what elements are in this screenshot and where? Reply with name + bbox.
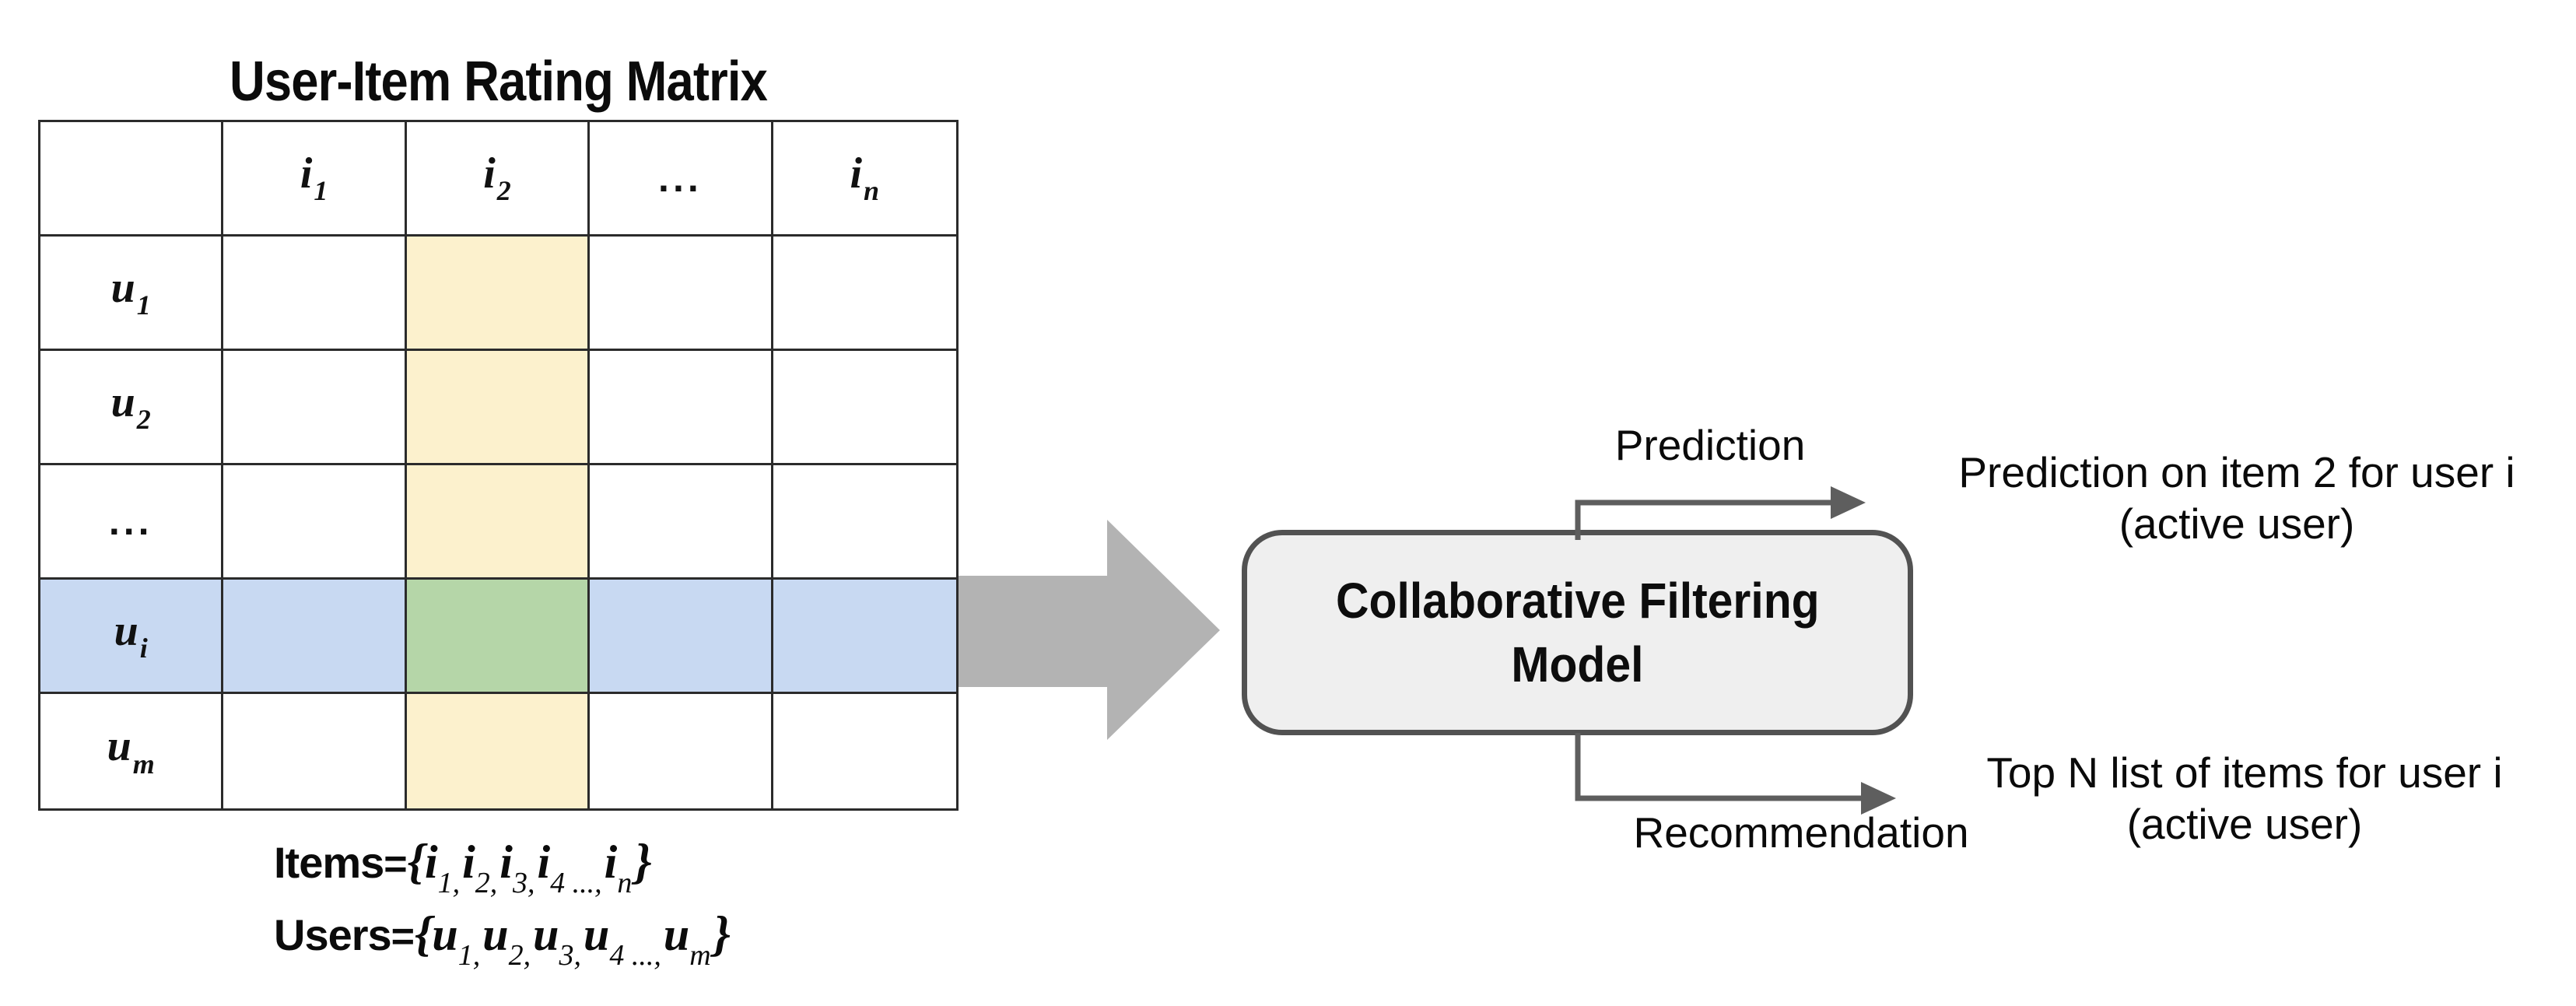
equals-sign: = — [384, 842, 408, 887]
set-element-subscript: n — [617, 867, 633, 899]
matrix-cell — [590, 694, 773, 808]
set-name: Items — [274, 838, 384, 887]
set-element: i — [499, 836, 513, 888]
items-set-formula: Items={i1,i2,i3,i4 ...,in} — [274, 833, 652, 899]
item-column-header-label: i2 — [483, 149, 511, 207]
set-element: u — [663, 909, 690, 960]
matrix-cell — [773, 580, 956, 694]
prediction-output-text: Prediction on item 2 for user i (active … — [1902, 447, 2571, 549]
set-element-subscript: 4 ..., — [550, 867, 602, 899]
open-brace: { — [415, 906, 433, 961]
set-element-subscript: 1, — [437, 867, 461, 899]
set-element-subscript: 1, — [457, 939, 481, 972]
ellipsis-label: ... — [108, 499, 153, 543]
close-brace: } — [634, 833, 652, 889]
item-column-header: in — [773, 122, 956, 237]
set-element: u — [482, 909, 509, 960]
item-column-header: ... — [590, 122, 773, 237]
matrix-cell — [590, 580, 773, 694]
set-element-subscript: 2, — [508, 939, 531, 972]
user-row-header: um — [40, 694, 224, 808]
item-column-header: i2 — [406, 122, 591, 237]
prediction-output-line2: (active user) — [2119, 499, 2355, 548]
matrix-cell — [406, 465, 591, 580]
matrix-to-model-arrow — [959, 520, 1220, 740]
matrix-cell — [590, 465, 773, 580]
model-box: Collaborative Filtering Model — [1242, 530, 1913, 735]
set-element: i — [604, 836, 618, 888]
prediction-arrow-label: Prediction — [1614, 421, 1806, 469]
set-name: Users — [274, 910, 392, 959]
matrix-cell — [406, 694, 591, 808]
recommendation-output-text: Top N list of items for user i (active u… — [1910, 747, 2576, 850]
set-element-subscript: 2, — [475, 867, 498, 899]
ellipsis-label: ... — [658, 156, 703, 200]
equals-sign: = — [391, 914, 415, 959]
user-row-header-label: um — [107, 722, 155, 780]
user-row-header-label: u1 — [110, 263, 151, 321]
users-set-formula: Users={u1,u2,u3,u4 ...,um} — [274, 906, 731, 972]
set-element: u — [432, 909, 458, 960]
user-row-header-label: ui — [114, 606, 148, 664]
user-row-header: ui — [40, 580, 224, 694]
set-element-subscript: 3, — [559, 939, 581, 972]
matrix-cell — [773, 694, 956, 808]
matrix-cell — [40, 122, 224, 237]
set-element-subscript: m — [689, 939, 711, 972]
big-arrow-icon — [959, 520, 1220, 740]
set-element-subscript: 3, — [512, 867, 535, 899]
matrix-cell — [406, 237, 591, 351]
set-element: u — [533, 909, 559, 960]
set-element: i — [462, 836, 475, 888]
item-column-header-label: in — [850, 149, 880, 207]
user-row-header: u1 — [40, 237, 224, 351]
set-element-subscript: 4 ..., — [609, 939, 661, 972]
recommendation-output-line2: (active user) — [2126, 800, 2363, 848]
recommendation-arrow — [1575, 733, 1896, 815]
set-element: i — [424, 836, 438, 888]
matrix-title: User-Item Rating Matrix — [230, 51, 768, 113]
open-brace: { — [407, 833, 425, 889]
matrix-cell — [223, 694, 407, 808]
matrix-cell — [406, 351, 591, 465]
prediction-arrow — [1575, 486, 1866, 540]
recommendation-arrow-label: Recommendation — [1633, 808, 1969, 857]
rating-matrix: i1 i2... in u1 u2... ui um — [38, 120, 959, 811]
matrix-cell — [223, 465, 407, 580]
item-column-header: i1 — [223, 122, 407, 237]
recommendation-output-line1: Top N list of items for user i — [1986, 748, 2503, 797]
user-row-header: u2 — [40, 351, 224, 465]
set-element: u — [583, 909, 610, 960]
matrix-cell — [406, 580, 591, 694]
model-box-line2: Model — [1511, 636, 1644, 692]
model-box-line1: Collaborative Filtering — [1335, 573, 1820, 629]
matrix-cell — [773, 465, 956, 580]
matrix-cell — [223, 237, 407, 351]
prediction-output-line1: Prediction on item 2 for user i — [1958, 448, 2515, 496]
matrix-cell — [223, 580, 407, 694]
user-row-header: ... — [40, 465, 224, 580]
matrix-cell — [590, 351, 773, 465]
user-row-header-label: u2 — [110, 377, 151, 436]
matrix-cell — [773, 351, 956, 465]
item-column-header-label: i1 — [300, 149, 328, 207]
matrix-cell — [590, 237, 773, 351]
prediction-arrowhead-icon — [1831, 486, 1866, 519]
set-element: i — [537, 836, 551, 888]
matrix-cell — [773, 237, 956, 351]
recommendation-arrowhead-icon — [1861, 782, 1896, 815]
close-brace: } — [713, 906, 731, 961]
matrix-cell — [223, 351, 407, 465]
